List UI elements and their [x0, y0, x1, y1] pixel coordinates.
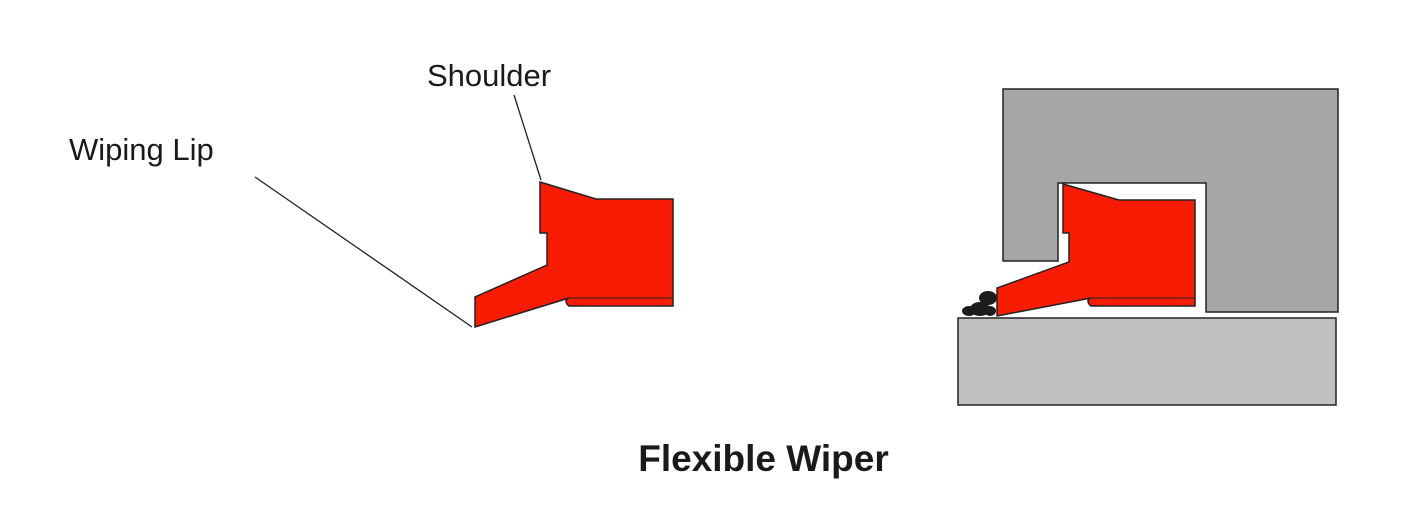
installed-wiper-seal	[996, 183, 1196, 317]
shoulder-leader-line	[513, 94, 542, 181]
wiper-assembly-installed	[957, 88, 1339, 406]
wiper-seal-standalone	[474, 180, 674, 329]
wiper-seal-body	[474, 180, 674, 329]
diagram-caption: Flexible Wiper	[638, 438, 889, 479]
gland-housing	[1002, 88, 1339, 313]
wiping-lip-label: Wiping Lip	[69, 132, 214, 167]
wiping-lip-leader-line	[254, 176, 473, 328]
shoulder-label: Shoulder	[427, 58, 552, 93]
debris-particles	[962, 291, 997, 316]
piston-rod	[957, 317, 1337, 406]
